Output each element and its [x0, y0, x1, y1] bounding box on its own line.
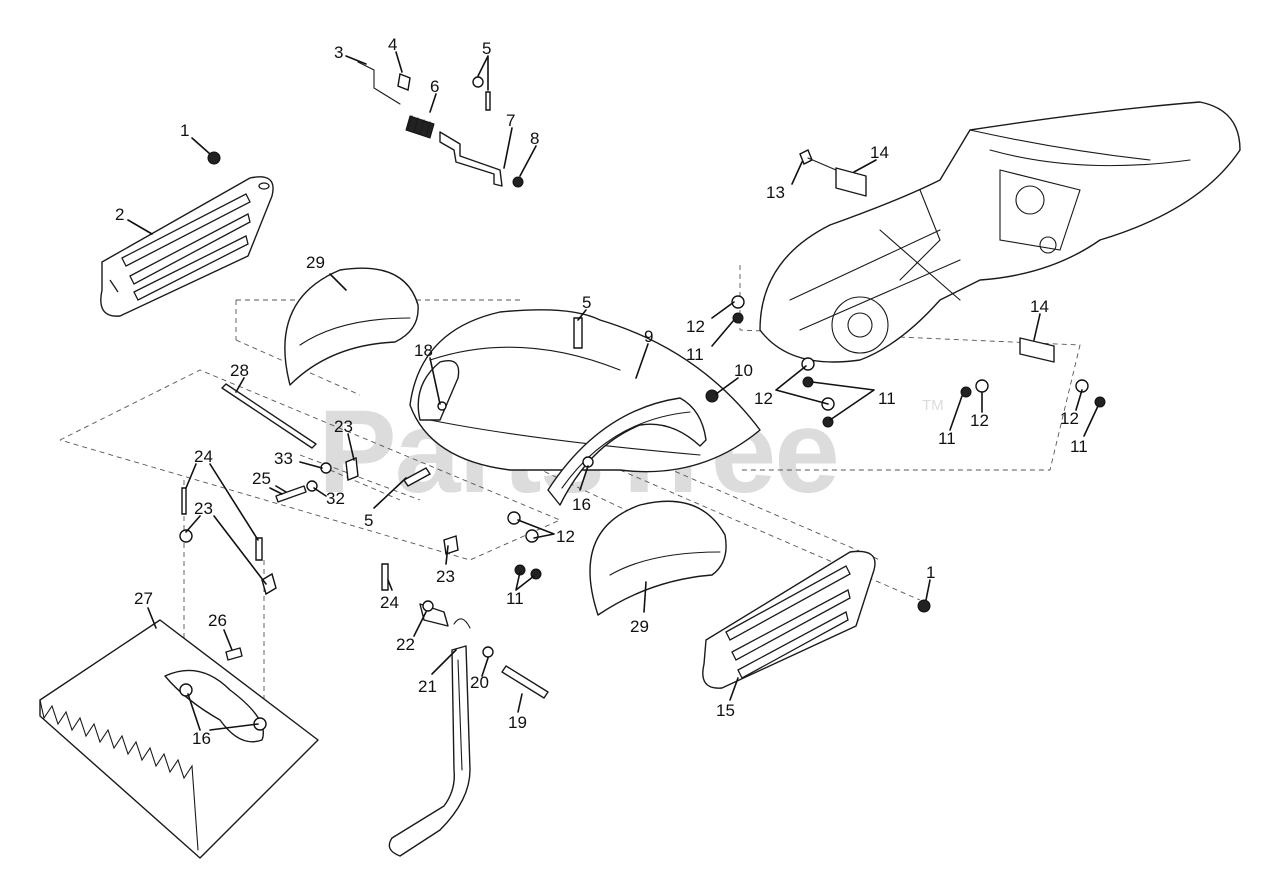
hardware — [179, 73, 1106, 731]
callout-1-lower: 1 — [926, 563, 935, 582]
callout-22: 22 — [396, 635, 415, 654]
bracket-lower — [1019, 337, 1055, 363]
transmission-housing — [759, 101, 1241, 363]
clip-4 — [397, 73, 411, 91]
callout-5-top: 5 — [482, 39, 491, 58]
callout-11-d: 11 — [1070, 437, 1088, 456]
callout-3: 3 — [334, 43, 343, 62]
callout-32: 32 — [326, 489, 345, 508]
callout-18: 18 — [414, 341, 433, 360]
callout-10: 10 — [734, 361, 753, 380]
bracket-7 — [439, 131, 503, 187]
nut-11-e — [1094, 396, 1106, 408]
callout-labels: 1 2 3 4 5 6 7 8 5 9 10 11 12 12 11 13 14… — [115, 35, 1088, 748]
bolt-5-mid — [573, 317, 583, 349]
callout-12-e: 12 — [556, 527, 575, 546]
callout-5-mid: 5 — [582, 293, 591, 312]
callout-25: 25 — [252, 469, 271, 488]
callout-5-low: 5 — [364, 511, 373, 530]
callout-23-upper: 23 — [334, 417, 353, 436]
nut-11-a — [732, 312, 744, 324]
pin-19 — [501, 665, 549, 699]
nut-11-d — [960, 386, 972, 398]
tine-hood — [409, 309, 761, 473]
callout-29-upper: 29 — [306, 253, 325, 272]
bracket-upper — [835, 167, 867, 197]
callout-9: 9 — [644, 327, 653, 346]
callout-7: 7 — [506, 111, 515, 130]
callout-11-a: 11 — [686, 345, 704, 364]
callout-16-mid: 16 — [572, 495, 591, 514]
hood-side-plate — [417, 360, 460, 421]
callout-13: 13 — [766, 183, 785, 202]
callout-16-lower: 16 — [192, 729, 211, 748]
callout-1-upper: 1 — [180, 121, 189, 140]
callout-24-mid: 24 — [380, 593, 399, 612]
nut-8 — [512, 176, 524, 188]
pin-25 — [275, 485, 307, 503]
clip-23-a — [345, 457, 359, 481]
bolt-5-low — [402, 467, 432, 487]
washer-12-d — [975, 379, 989, 393]
callout-12-a: 12 — [686, 317, 705, 336]
callout-2: 2 — [115, 205, 124, 224]
callout-15: 15 — [716, 701, 735, 720]
depth-stake — [388, 645, 471, 857]
washer-12-f — [507, 511, 521, 525]
right-shield-plate — [702, 550, 876, 689]
callout-11-b: 11 — [878, 389, 896, 408]
callout-26: 26 — [208, 611, 227, 630]
leader-lines — [127, 51, 1099, 731]
callout-8: 8 — [530, 129, 539, 148]
callout-11-e: 11 — [506, 589, 524, 608]
callout-28: 28 — [230, 361, 249, 380]
left-shield-plate — [100, 176, 274, 317]
callout-23-left: 23 — [194, 499, 213, 518]
callout-23-mid: 23 — [436, 567, 455, 586]
watermark-trademark: TM — [922, 397, 944, 414]
callout-14-upper: 14 — [870, 143, 889, 162]
lower-fender — [589, 500, 727, 616]
callout-27: 27 — [134, 589, 153, 608]
callout-4: 4 — [388, 35, 397, 54]
nut-1-lower — [917, 599, 931, 613]
bolt-24-b — [255, 537, 263, 561]
bolt-5-top — [485, 91, 491, 111]
washer-16-a — [179, 683, 193, 697]
bolt-13-shank — [807, 157, 837, 171]
callout-20: 20 — [470, 673, 489, 692]
washer-5-top — [472, 76, 484, 88]
washer-12-a — [731, 295, 745, 309]
callout-12-d: 12 — [1060, 409, 1079, 428]
washer-22 — [422, 600, 434, 612]
clip-23-b — [179, 529, 193, 543]
long-rod — [221, 383, 317, 449]
upper-fender — [284, 267, 419, 386]
washer-12-g — [525, 529, 539, 543]
callout-12-b: 12 — [754, 389, 773, 408]
callout-14-lower: 14 — [1030, 297, 1049, 316]
nut-20 — [482, 646, 494, 658]
callout-33: 33 — [274, 449, 293, 468]
callout-6: 6 — [430, 77, 439, 96]
clip-23-d — [443, 535, 459, 555]
callout-29-lower: 29 — [630, 617, 649, 636]
spring — [405, 115, 435, 139]
callout-11-c: 11 — [938, 429, 956, 448]
callout-21: 21 — [418, 677, 437, 696]
bolt-24-a — [181, 487, 187, 515]
arc-flap — [547, 397, 707, 506]
callout-24-left: 24 — [194, 447, 213, 466]
clip-23-c — [261, 572, 277, 596]
pin-26 — [225, 647, 243, 661]
lever-rod — [357, 61, 401, 105]
callout-19: 19 — [508, 713, 527, 732]
bolt-24-c — [381, 563, 389, 591]
callout-12-c: 12 — [970, 411, 989, 430]
nut-1-upper — [207, 151, 221, 165]
drag-bar — [39, 619, 319, 859]
nut-10 — [705, 389, 719, 403]
